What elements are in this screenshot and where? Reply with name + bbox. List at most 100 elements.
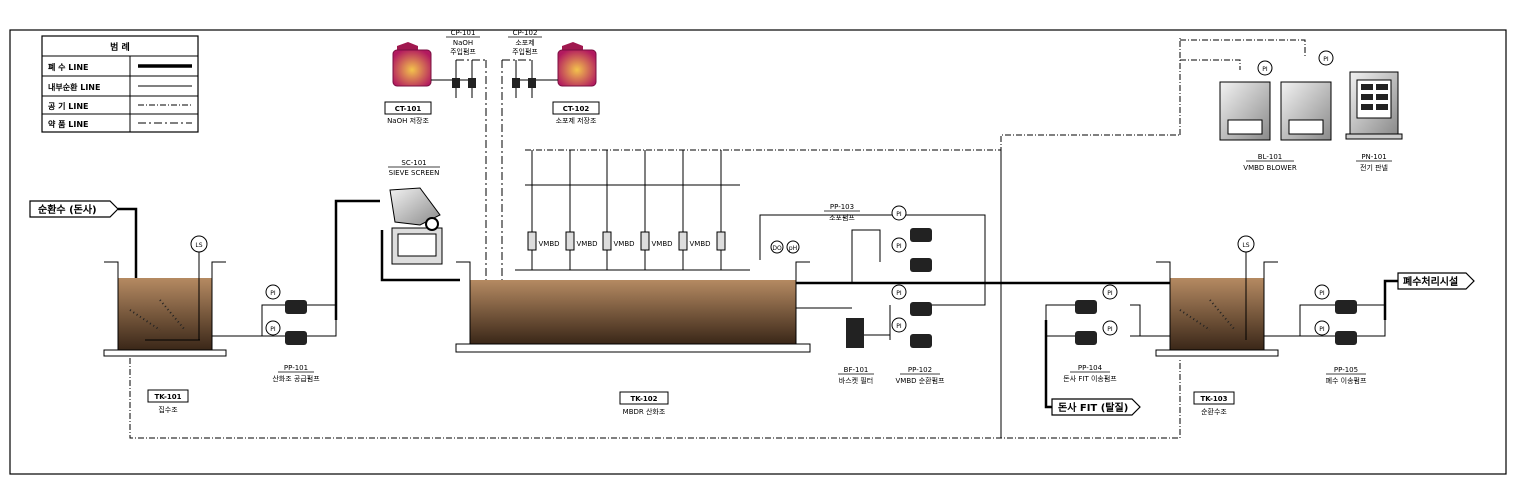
tk103-name: 순환수조 (1201, 407, 1227, 416)
screen-outlet-pipe (380, 230, 460, 282)
pn101-name: 전기 판넬 (1360, 163, 1388, 172)
do-label: DO (772, 245, 782, 252)
svg-text:VMBD: VMBD (651, 240, 672, 248)
pump-pp105: PI PI (1264, 284, 1386, 345)
inlet-label: 순환수 (돈사) (38, 203, 97, 216)
pump-pp104: PI PI (1045, 284, 1170, 345)
bl101-tag: BL-101 (1258, 153, 1282, 161)
svg-text:PI: PI (1262, 66, 1268, 73)
pump-pp103: PI PI (851, 205, 932, 283)
vmbd-module-4: VMBD (640, 150, 673, 270)
cp101-line1: NaOH (453, 39, 473, 47)
bf101-tag: BF-101 (844, 366, 869, 374)
pump-pp101: PI PI (212, 284, 337, 345)
cp102-line2: 주입펌프 (512, 47, 538, 56)
bl101-name: VMBD BLOWER (1243, 164, 1297, 172)
vmbd-module-6 (716, 150, 726, 270)
air-header (525, 134, 1180, 151)
outlet-pipe (1383, 279, 1398, 320)
tk101-tag: TK-101 (154, 393, 181, 401)
tk102-name: MBDR 산화조 (623, 407, 666, 416)
sc101-name: SIEVE SCREEN (389, 169, 440, 177)
feed-pipe-to-screen (334, 199, 380, 320)
svg-text:LS: LS (1242, 242, 1249, 249)
svg-text:PI: PI (896, 323, 902, 330)
sieve-screen (389, 187, 443, 265)
ct101-name: NaOH 저장조 (387, 116, 429, 125)
ct101-tag: CT-101 (395, 105, 422, 113)
svg-text:PI: PI (1323, 56, 1329, 63)
electric-panel-pn101 (1345, 71, 1403, 140)
pump-pp102: PI PI (759, 214, 986, 348)
pp101-tag: PP-101 (284, 364, 308, 372)
tank-tk103: LS (1155, 235, 1279, 357)
svg-text:VMBD: VMBD (538, 240, 559, 248)
svg-text:PI: PI (896, 211, 902, 218)
vmbd-module-2: VMBD (565, 150, 598, 270)
cp102-line1: 소포제 (515, 39, 534, 47)
basket-filter-bf101 (796, 307, 890, 348)
legend-title: 범 례 (110, 41, 130, 53)
pp105-name: 폐수 이송펌프 (1326, 376, 1367, 385)
legend-item-wastewater: 폐 수 LINE (48, 62, 89, 72)
tank-tk101: LS (103, 235, 227, 357)
svg-text:PI: PI (270, 290, 276, 297)
svg-text:PI: PI (896, 290, 902, 297)
ls-label-tk101: LS (195, 242, 202, 249)
ct102-name: 소포제 저장조 (556, 116, 597, 125)
tank-tk102 (455, 261, 811, 353)
svg-text:PI: PI (270, 326, 276, 333)
do-sensor (770, 240, 784, 254)
dosing-pump-cp101 (431, 59, 486, 98)
bf101-name: 바스켓 필터 (839, 376, 873, 385)
sc101-tag: SC-101 (401, 159, 426, 167)
dosing-pump-cp102 (502, 59, 558, 98)
svg-text:PI: PI (1107, 290, 1113, 297)
chem-tank-ct101 (392, 42, 432, 87)
ph-label: pH (789, 245, 797, 252)
pp103-tag: PP-103 (830, 203, 854, 211)
pp104-name: 돈사 FIT 이송펌프 (1063, 374, 1117, 383)
chem-tank-ct102 (557, 42, 597, 87)
tk101-name: 집수조 (158, 405, 178, 414)
pp101-name: 산화조 공급펌프 (272, 374, 320, 383)
pp104-tag: PP-104 (1078, 364, 1103, 372)
pp105-tag: PP-105 (1334, 366, 1358, 374)
ph-sensor (786, 240, 800, 254)
pn101-tag: PN-101 (1361, 153, 1386, 161)
svg-text:PI: PI (896, 243, 902, 250)
svg-text:VMBD: VMBD (689, 240, 710, 248)
ct102-tag: CT-102 (563, 105, 590, 113)
blower-bl101: PI PI (1219, 50, 1334, 141)
cp101-tag: CP-101 (451, 29, 476, 37)
legend-item-air: 공 기 LINE (48, 101, 89, 111)
cp101-line2: 주입펌프 (450, 47, 476, 56)
pp102-tag: PP-102 (908, 366, 932, 374)
legend: 범 례 폐 수 LINE 내부순환 LINE 공 기 LINE 약 품 LINE (41, 35, 199, 133)
tk102-tag: TK-102 (630, 395, 657, 403)
inlet-arrow: 순환수 (돈사) (29, 200, 119, 218)
pp102-name: VMBD 순환펌프 (895, 376, 945, 385)
pp103-name: 소포펌프 (829, 213, 855, 222)
bottom-air-loop (129, 358, 1181, 439)
drawing-frame (9, 29, 1507, 475)
fit-label: 돈사 FIT (탈질) (1058, 401, 1128, 414)
svg-text:PI: PI (1319, 290, 1325, 297)
fit-return-pipe (1044, 320, 1052, 409)
svg-text:VMBD: VMBD (576, 240, 597, 248)
outlet-arrow: 폐수처리시설 (1397, 272, 1475, 290)
inlet-pipe (118, 207, 138, 278)
vmbd-module-1: VMBD (527, 150, 560, 270)
vmbd-module-3: VMBD (602, 150, 635, 270)
legend-item-chem: 약 품 LINE (48, 119, 89, 129)
svg-text:PI: PI (1319, 326, 1325, 333)
legend-item-internal: 내부순환 LINE (48, 82, 100, 92)
svg-text:VMBD: VMBD (613, 240, 634, 248)
svg-text:PI: PI (1107, 326, 1113, 333)
cp102-tag: CP-102 (513, 29, 538, 37)
vmbd-module-5: VMBD (678, 150, 711, 270)
fit-arrow: 돈사 FIT (탈질) (1051, 398, 1141, 416)
outlet-label: 폐수처리시설 (1403, 275, 1458, 288)
